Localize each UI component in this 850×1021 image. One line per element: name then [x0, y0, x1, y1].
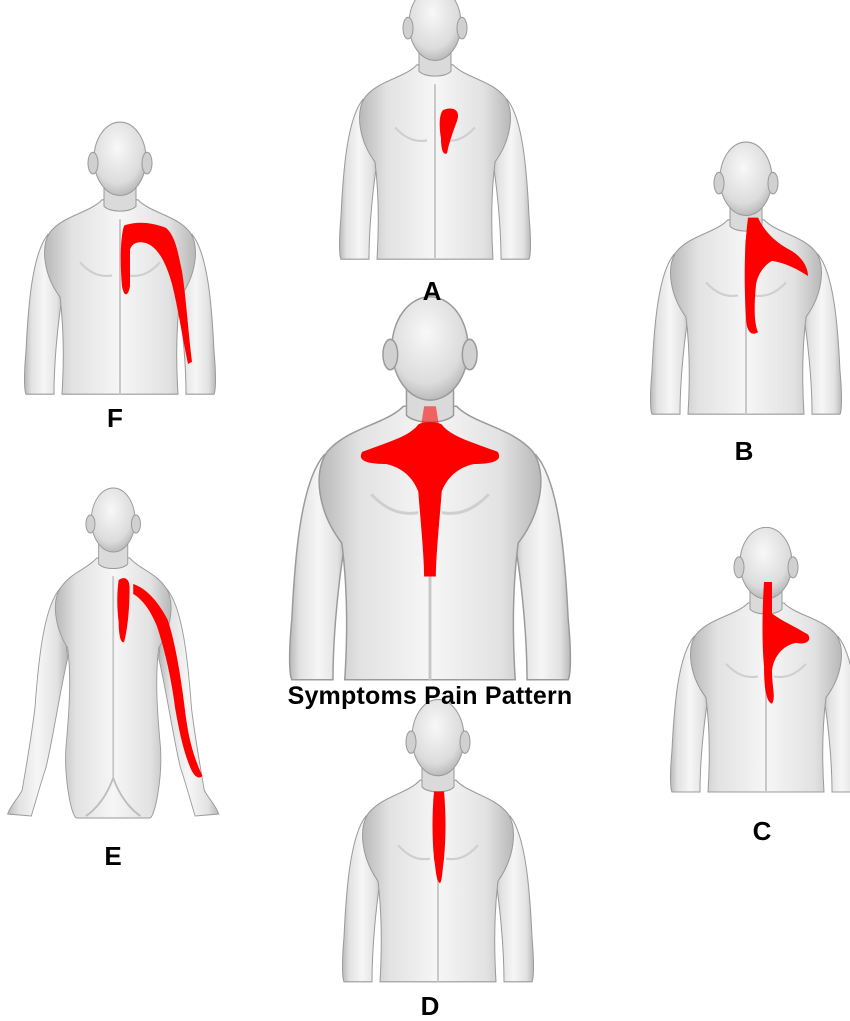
pain-area-a	[439, 108, 459, 154]
label-c: C	[752, 816, 772, 846]
label-f: F	[107, 403, 123, 433]
figure-d	[341, 698, 535, 983]
pain-area-d	[432, 791, 446, 884]
figure-a	[338, 0, 532, 261]
figure-c	[669, 526, 850, 794]
pain-area-b	[744, 217, 808, 334]
label-e: E	[104, 841, 122, 871]
main-caption: Symptoms Pain Pattern	[287, 682, 573, 710]
figure-b	[649, 140, 843, 416]
label-a: A	[422, 276, 442, 306]
figure-main	[288, 295, 572, 682]
label-b: B	[734, 436, 754, 466]
figure-f	[23, 120, 217, 396]
label-d: D	[420, 991, 440, 1021]
pain-area-f	[120, 222, 192, 364]
figure-e	[6, 487, 220, 819]
pain-area-e-arm	[133, 584, 203, 778]
pain-area-e	[117, 578, 130, 643]
pain-area-c	[762, 582, 810, 704]
pain-area-main	[360, 422, 500, 577]
